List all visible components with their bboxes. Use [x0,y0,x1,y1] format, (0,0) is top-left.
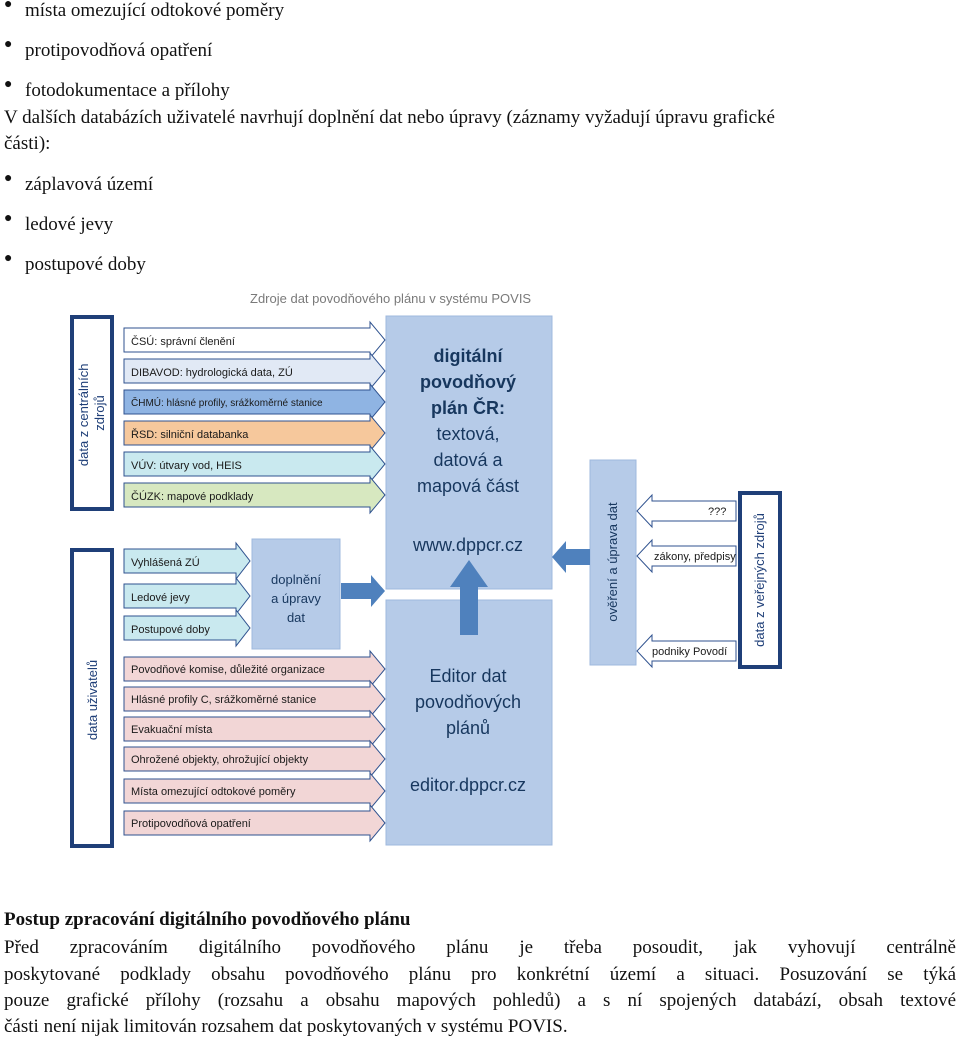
verify-to-dpp-arrow [552,541,590,573]
dpp-box-text: digitální povodňový plán ČR: textová, da… [412,346,523,555]
central-source-label: VÚV: útvary vod, HEIS [131,459,242,472]
central-source-label: ČHMÚ: hlásné profily, srážkoměrné stanic… [131,396,323,409]
bullet-icon: ● [4,0,13,12]
central-source-label: ČÚZK: mapové podklady [131,490,254,503]
user-edit-label: Ledové jevy [131,592,190,604]
intro-text-line: části): [4,133,51,154]
editor-to-dpp-arrow [450,560,488,635]
edit-to-dpp-arrow [341,575,385,607]
public-sources-label: data z veřejných zdrojů [752,513,767,647]
edit-box [251,538,341,650]
arrow-shape [123,679,386,719]
list-item-text: fotodokumentace a přílohy [25,80,230,101]
user-data-label: Povodňové komise, důležité organizace [131,664,325,676]
arrow-shape [123,608,251,648]
bullet-icon: ● [4,171,13,186]
user-data-label: Evakuační místa [131,724,213,736]
central-sources-label: data z centrálních [76,364,91,467]
editor-box-text: Editor dat povodňových plánů editor.dppc… [410,666,526,795]
svg-text:plán ČR:: plán ČR: [431,397,505,418]
svg-text:mapová část: mapová část [417,476,519,496]
paragraph-line: části není nijak limitován rozsahem dat … [4,1016,568,1037]
arrow-shape [123,576,251,616]
arrow-shape [123,382,386,422]
intro-text-line: V dalších databázích uživatelé navrhují … [4,107,775,128]
public-source-arrows: ??? zákony, předpisy podniky Povodí [636,493,737,669]
public-source-label: podniky Povodí [652,646,727,658]
list-item-text: místa omezující odtokové poměry [25,0,285,21]
arrow-shape [123,771,386,811]
arrow-shape [636,633,737,669]
section-heading: Postup zpracování digitálního povodňovéh… [4,909,411,930]
arrow-shape [123,649,386,689]
list-item-text: protipovodňová opatření [25,40,213,61]
user-edit-label: Vyhlášená ZÚ [131,556,200,569]
svg-text:povodňových: povodňových [415,692,521,712]
user-data-frame [70,548,114,848]
bullet-icon: ● [4,251,13,266]
svg-text:digitální: digitální [434,346,504,366]
arrow-shape [123,709,386,749]
central-source-arrows: ČSÚ: správní členění DIBAVOD: hydrologic… [123,320,386,515]
arrow-shape [123,413,386,453]
arrow-shape [123,739,386,779]
svg-text:datová a: datová a [433,450,503,470]
svg-text:dat: dat [287,610,305,625]
user-data-label: Místa omezující odtokové poměry [131,786,296,798]
svg-text:povodňový: povodňový [420,372,516,392]
paragraph-line: poskytované podklady obsahu povodňového … [4,964,956,985]
list-item-text: ledové jevy [25,214,114,235]
list-item-text: postupové doby [25,254,146,275]
central-source-label: ČSÚ: správní členění [131,335,235,348]
bullet-icon: ● [4,37,13,52]
central-source-label: ŘSD: silniční databanka [131,428,249,441]
bullet-icon: ● [4,77,13,92]
arrow-shape [123,444,386,484]
arrow-shape [123,351,386,391]
svg-text:data z centrálních zdrojů: data z centrálních zdrojů [76,360,107,466]
user-data-label: Protipovodňová opatření [131,818,251,830]
central-sources-label: zdrojů [92,395,107,430]
svg-text:doplnění: doplnění [271,572,321,587]
central-sources-frame [70,315,114,511]
editor-box [385,599,553,846]
central-source-label: DIBAVOD: hydrologická data, ZÚ [131,366,293,379]
data-sources-diagram: Zdroje dat povodňového plánu v systému P… [70,291,782,848]
svg-text:plánů: plánů [446,718,490,738]
svg-text:Editor dat: Editor dat [429,666,506,686]
paragraph-line: pouze grafické přílohy (rozsahu a obsahu… [4,990,956,1011]
user-data-label: data uživatelů [85,660,100,740]
arrow-shape [636,493,737,529]
user-data-label: Hlásné profily C, srážkoměrné stanice [131,694,316,706]
user-data-arrows: Povodňové komise, důležité organizace Hl… [123,649,386,843]
list-item-text: záplavová území [25,174,154,195]
user-edit-arrows: Vyhlášená ZÚ Ledové jevy Postupové doby [123,541,251,648]
public-sources-frame [738,491,782,669]
arrow-shape [123,320,386,360]
public-source-label: ??? [708,506,726,518]
public-source-label: zákony, předpisy [654,551,736,563]
edit-box-text: doplnění a úpravy dat [271,572,321,625]
dpp-box [385,315,553,590]
editor-url: editor.dppcr.cz [410,775,526,795]
arrow-shape [123,475,386,515]
arrow-shape [636,538,737,574]
user-data-label: Ohrožené objekty, ohrožující objekty [131,754,309,766]
svg-text:a úpravy: a úpravy [271,591,321,606]
user-edit-label: Postupové doby [131,624,210,636]
arrow-shape [123,541,251,581]
paragraph-line: Před zpracováním digitálního povodňového… [4,937,956,958]
arrow-shape [123,803,386,843]
diagram-title: Zdroje dat povodňového plánu v systému P… [250,291,531,306]
dpp-url: www.dppcr.cz [412,535,523,555]
svg-text:textová,: textová, [436,424,499,444]
bullet-icon: ● [4,211,13,226]
verify-label: ověření a úprava dat [605,502,620,622]
